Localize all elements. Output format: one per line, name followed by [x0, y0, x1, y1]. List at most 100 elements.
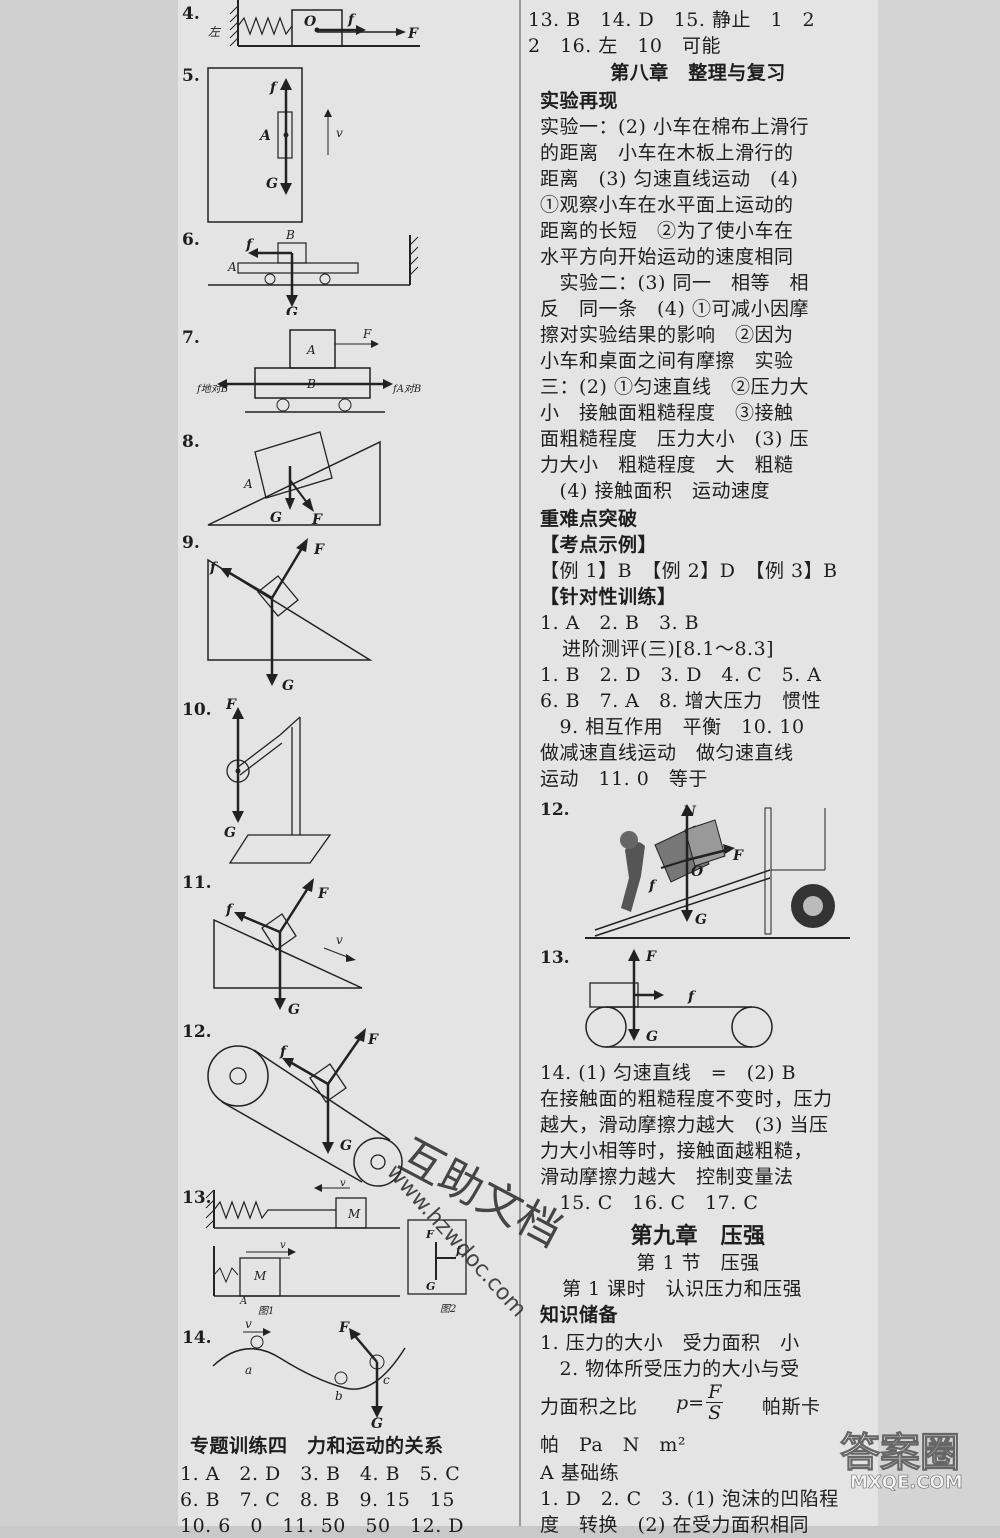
label-v: v	[340, 1180, 346, 1189]
answer-line: 力面积之比	[540, 1396, 638, 1418]
answer-line: 擦对实验结果的影响 ②因为	[540, 324, 794, 346]
label-A: A	[239, 1296, 247, 1307]
figure-number: 13.	[182, 1188, 212, 1208]
label-O: O	[691, 864, 704, 880]
answer-line: 力大小相等时，接触面越粗糙，	[540, 1140, 814, 1162]
label-A: A	[227, 260, 237, 274]
answer-line: 越大，滑动摩擦力越大 (3) 当压	[540, 1114, 829, 1136]
answer-line: 实验一：(2) 小车在棉布上滑行	[540, 116, 809, 138]
label-B: B	[306, 377, 316, 391]
assessment-title: 进阶测评(三)[8.1～8.3]	[562, 638, 775, 660]
label-G: G	[340, 1138, 352, 1154]
figure-5: f A G	[207, 67, 303, 223]
figure-11: f F v G	[213, 878, 363, 1018]
answer-line: 1. 压力的大小 受力面积 小	[540, 1332, 800, 1354]
label-v: v	[245, 1318, 252, 1331]
answer-line: 9. 相互作用 平衡 10. 10	[540, 716, 805, 738]
label-M: M	[253, 1269, 267, 1283]
right-margin	[878, 0, 1000, 1526]
label-v: v	[280, 1240, 286, 1251]
label-f: f	[225, 902, 235, 918]
figure-number: 14.	[182, 1328, 212, 1348]
section-title: 知识储备	[540, 1304, 619, 1326]
answer-line: 滑动摩擦力越大 控制变量法	[540, 1166, 794, 1188]
label-F: F	[225, 697, 237, 713]
label-a: a	[245, 1363, 252, 1377]
answer-line: 小车和桌面之间有摩擦 实验	[540, 350, 794, 372]
page	[178, 0, 878, 1526]
section-title: 实验再现	[540, 90, 619, 112]
figure-12: f F G	[207, 1028, 403, 1187]
figure-number: 6.	[182, 230, 200, 250]
answer-line: 10. 6 0 11. 50 50 12. D	[180, 1515, 465, 1537]
figure-10: F G	[224, 697, 332, 864]
figure-number: 13.	[540, 948, 570, 968]
answer-line: 14. (1) 匀速直线 = (2) B	[540, 1062, 797, 1084]
logo-url: MXQE.COM	[850, 1472, 963, 1494]
answer-line: 距离的长短 ②为了使小车在	[540, 220, 794, 242]
label-A: A	[306, 343, 316, 357]
section-title: A 基础练	[540, 1462, 620, 1484]
label-f: f	[455, 1244, 463, 1257]
answer-line: 在接触面的粗糙程度不变时，压力	[540, 1088, 833, 1110]
answer-line: 13. B 14. D 15. 静止 1 2	[528, 9, 816, 31]
label-v: v	[336, 126, 343, 140]
figure-r12: N F O f G	[585, 804, 850, 939]
label-G: G	[426, 1280, 435, 1293]
answer-line: 2 16. 左 10 可能	[528, 35, 722, 57]
label-G: G	[286, 305, 298, 315]
figure-6: B A f G	[208, 228, 419, 315]
figure-14: v a b c F G	[212, 1318, 406, 1428]
figure-7: A F B f地对B fA对B	[196, 327, 421, 413]
answer-line: 1. A 2. B 3. B	[540, 612, 700, 634]
answer-line: ①观察小车在水平面上运动的	[540, 194, 794, 216]
answer-line: 小 接触面粗糙程度 ③接触	[540, 402, 794, 424]
answer-line: 帕斯卡	[762, 1396, 821, 1418]
formula-p: p=	[676, 1391, 705, 1414]
label-F: F	[362, 327, 372, 341]
answer-line: (4) 接触面积 运动速度	[540, 480, 770, 502]
answer-line: 6. B 7. A 8. 增大压力 惯性	[540, 690, 822, 712]
label-b: b	[335, 1389, 343, 1403]
lesson-title: 第 1 课时 认识压力和压强	[562, 1278, 803, 1300]
figure-4: 左 O f F	[208, 0, 420, 47]
label-G: G	[288, 1002, 300, 1018]
label-f: f	[687, 989, 697, 1005]
answer-line: 6. B 7. C 8. B 9. 15 15	[180, 1489, 455, 1511]
figure-number: 12.	[540, 800, 570, 820]
pressure-formula: p= F S	[676, 1382, 724, 1424]
label-left: 左	[208, 25, 222, 39]
answer-line: 1. D 2. C 3. (1) 泡沫的凹陷程	[540, 1488, 839, 1510]
figure-9: f F G	[207, 538, 373, 694]
label-F: F	[338, 1320, 350, 1336]
label-F: F	[645, 949, 657, 965]
figure-number: 11.	[182, 873, 212, 893]
chapter-8-title: 第八章 整理与复习	[610, 62, 786, 84]
label-B: B	[285, 228, 295, 242]
label-N: N	[682, 804, 697, 820]
figure-number: 12.	[182, 1022, 212, 1042]
label-F: F	[407, 26, 419, 42]
answer-line: 15. C 16. C 17. C	[540, 1192, 759, 1214]
label-f: f	[245, 237, 255, 253]
answer-line: 运动 11. 0 等于	[540, 768, 708, 790]
label-F: F	[367, 1032, 379, 1048]
special-training-title: 专题训练四 力和运动的关系	[190, 1435, 444, 1457]
label-fig2: 图2	[440, 1304, 456, 1315]
figure-number: 7.	[182, 328, 200, 348]
answer-line: 水平方向开始运动的速度相同	[540, 246, 794, 268]
formula-denominator: S	[708, 1402, 722, 1424]
answer-line: 力大小 粗糙程度 大 粗糙	[540, 454, 794, 476]
label-f: f	[648, 878, 658, 894]
subsection-title: 【考点示例】	[540, 534, 658, 556]
answer-line: 距离 (3) 匀速直线运动 (4)	[540, 168, 799, 190]
figure-number: 4.	[182, 4, 200, 24]
figure-8: A G F	[207, 431, 381, 528]
label-f: f	[209, 560, 219, 576]
label-G: G	[646, 1029, 658, 1045]
label-F: F	[425, 1228, 435, 1241]
label-f: f	[269, 80, 279, 96]
label-F: F	[311, 512, 323, 528]
figure-number: 10.	[182, 700, 212, 720]
chapter-9-title: 第九章 压强	[630, 1223, 766, 1249]
